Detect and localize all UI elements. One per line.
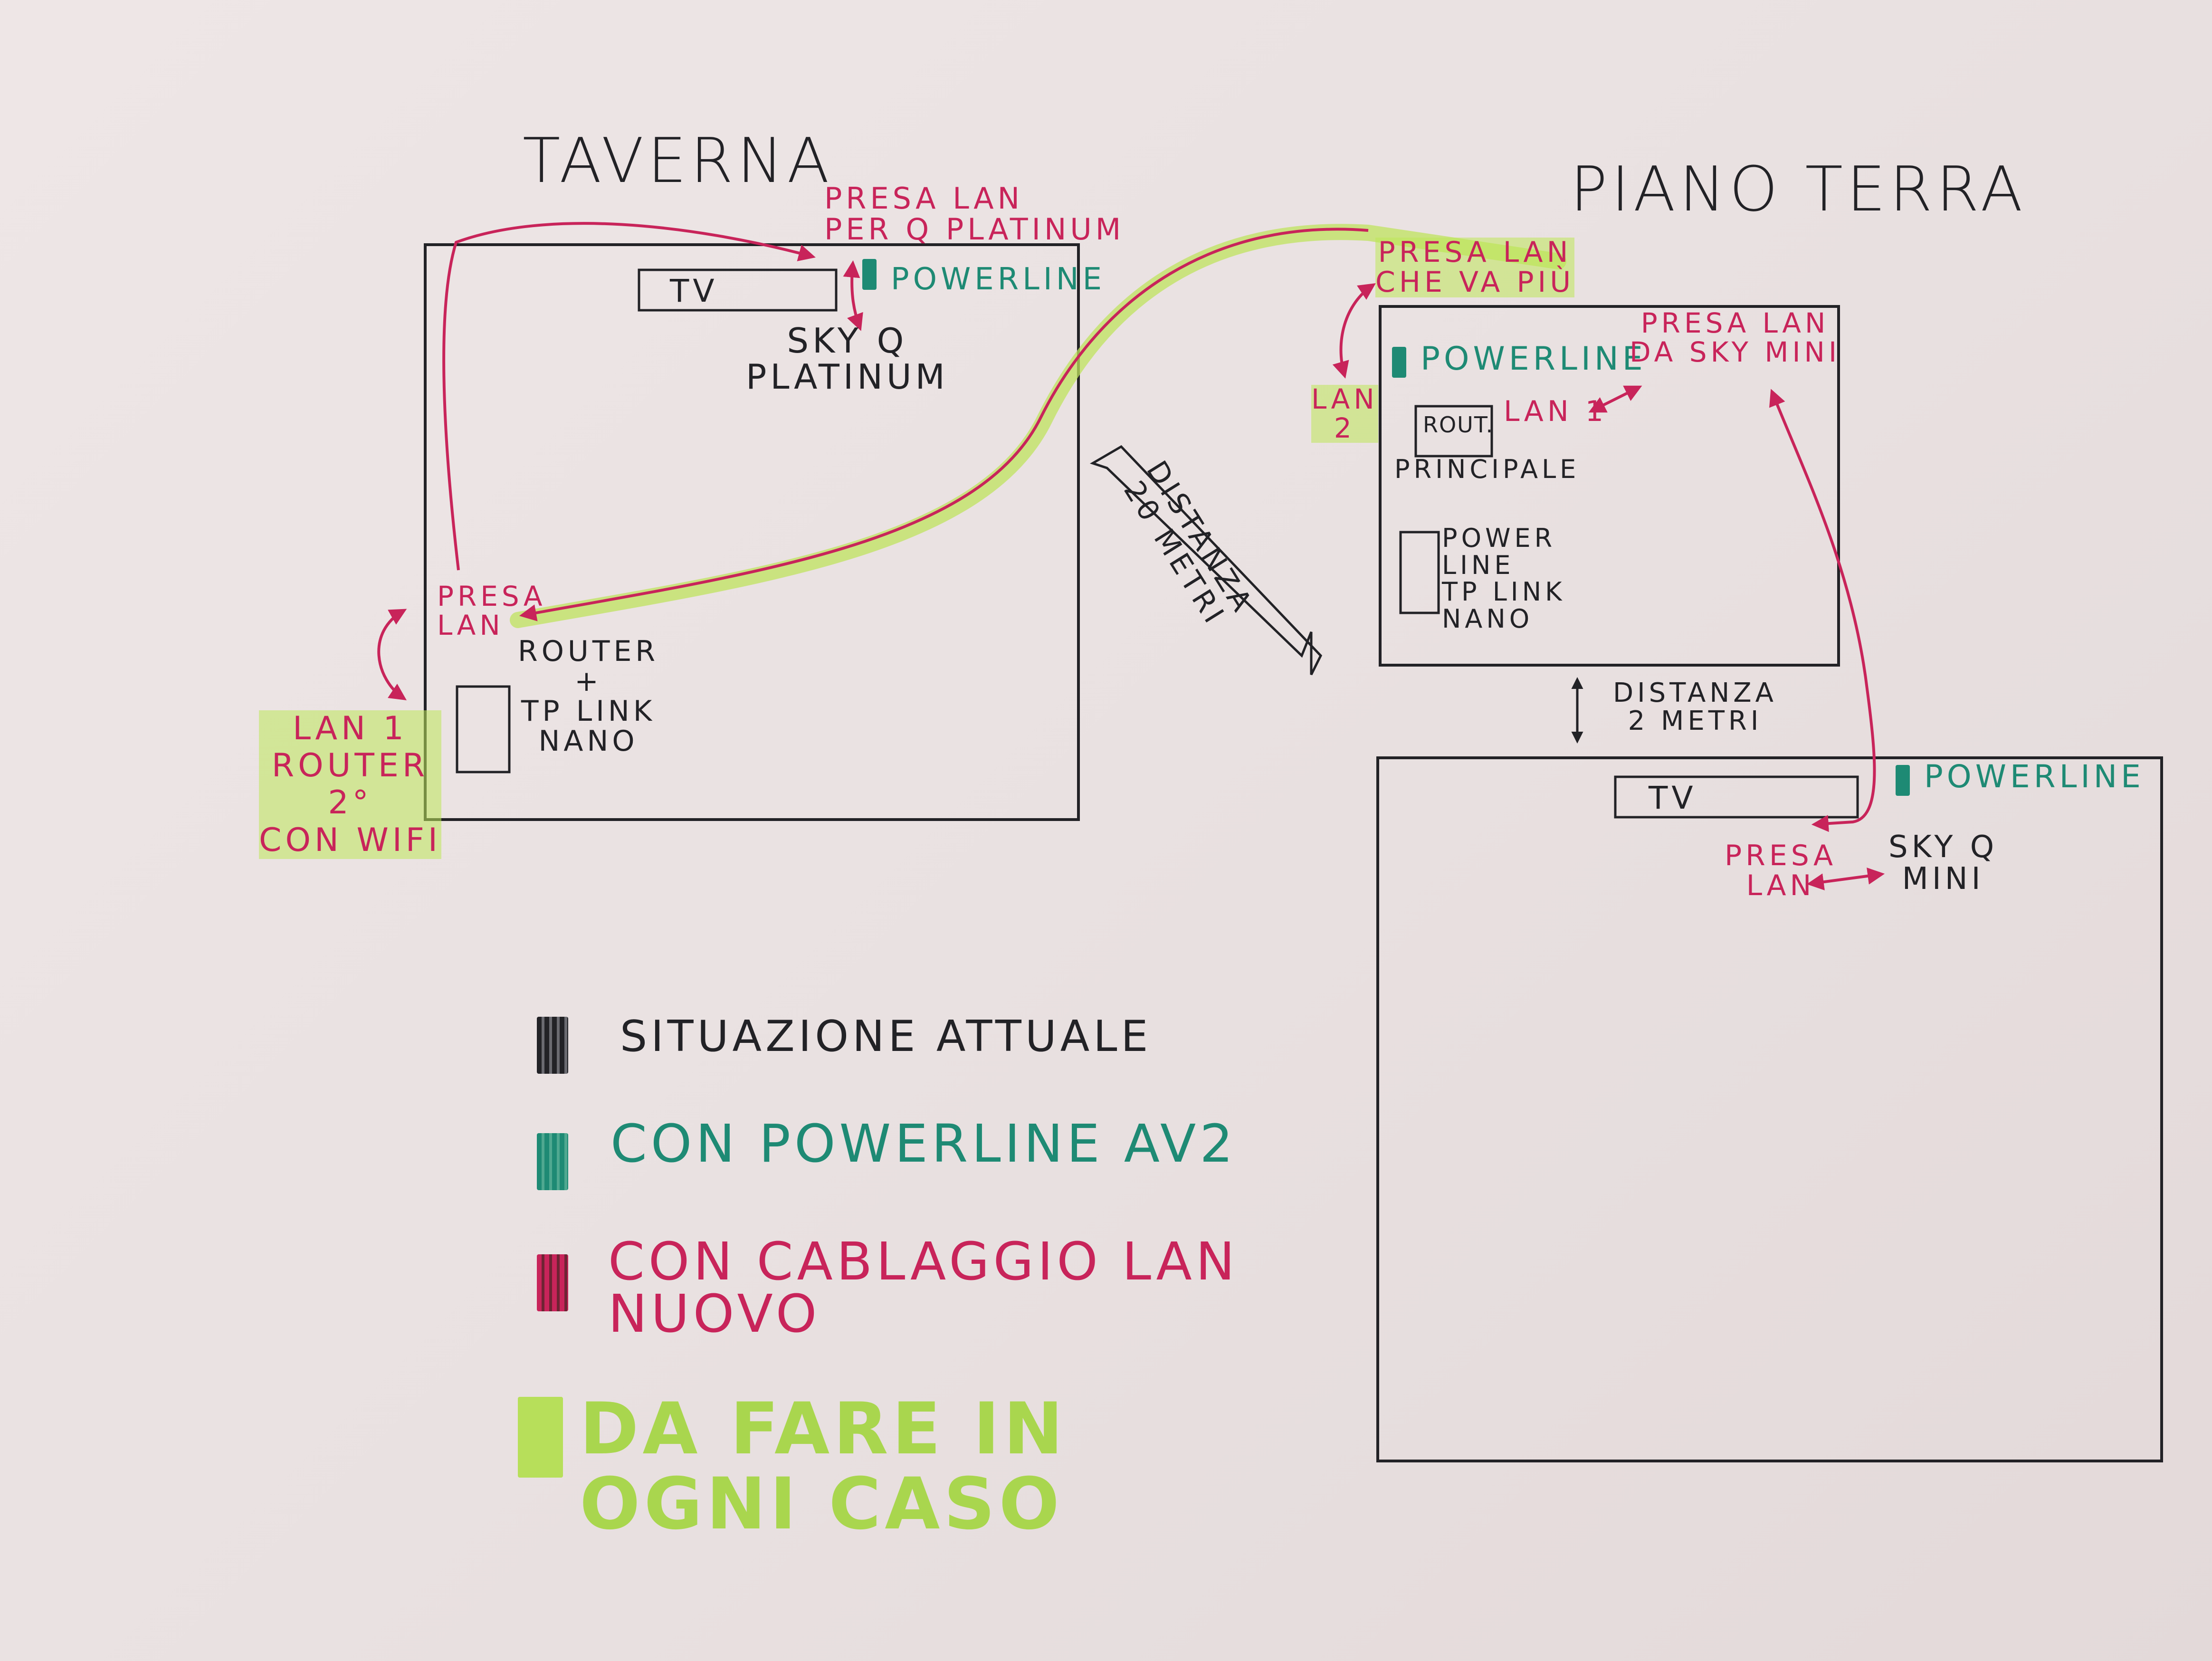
- sky-q-mini-label: SKY Q MINI: [1888, 830, 1998, 897]
- arrow-lan-router: [377, 609, 407, 700]
- legend-swatch-current: [537, 1017, 568, 1074]
- arrow-lan1-sky-mini: [1588, 385, 1642, 413]
- lower-presa-lan-label: PRESA LAN: [1725, 839, 1837, 902]
- arrow-lan2: [1332, 283, 1376, 379]
- main-router-box: [1414, 405, 1493, 458]
- powerline-marker-taverna: [862, 259, 877, 290]
- taverna-powerline-label: POWERLINE: [891, 262, 1106, 297]
- powerline-tplink-nano-label: POWER LINE TP LINK NANO: [1442, 523, 1566, 634]
- taverna-room: [424, 243, 1080, 821]
- taverna-presa-lan-label: PRESA LAN: [437, 580, 546, 641]
- router-tplink-label: ROUTER + TP LINK NANO: [518, 635, 659, 758]
- arrow-sky-q-mini: [1806, 867, 1885, 891]
- piano-terra-title: PIANO TERRA: [1570, 153, 2027, 225]
- powerline-marker-lower: [1896, 765, 1910, 796]
- distance-2m-label: DISTANZA 2 METRI: [1613, 678, 1777, 736]
- taverna-tv-label: TV: [670, 273, 718, 309]
- sky-q-platinum-label: SKY Q PLATINUM: [746, 321, 949, 397]
- legend-swatch-todo: [518, 1397, 563, 1478]
- arrow-sky-q-platinum: [843, 260, 863, 331]
- rout-box-label: ROUT.: [1423, 412, 1494, 438]
- lan-cable-route: [519, 228, 1369, 621]
- presa-lan-q-platinum-label: PRESA LAN PER Q PLATINUM: [824, 181, 1125, 247]
- lower-powerline-label: POWERLINE: [1924, 758, 2145, 795]
- presa-lan-che-va-piu-label: PRESA LAN CHE VA PIÙ: [1375, 236, 1575, 299]
- legend-label-powerline: CON POWERLINE AV2: [610, 1113, 1237, 1174]
- legend-label-todo: DA FARE IN OGNI CASO: [580, 1388, 1067, 1546]
- legend-swatch-lan: [537, 1254, 568, 1311]
- lan1-label: LAN 1: [1504, 395, 1607, 428]
- highlight-route: [510, 224, 1566, 628]
- lower-tv-box: [1614, 775, 1859, 819]
- presa-lan-sky-mini-label: PRESA LAN DA SKY MINI: [1630, 307, 1841, 368]
- taverna-router-device: [456, 685, 511, 773]
- piano-terra-room: [1379, 305, 1840, 667]
- tplink-nano-device: [1399, 531, 1440, 614]
- taverna-tv-box: [638, 268, 838, 312]
- lan2-label: LAN 2: [1311, 383, 1378, 444]
- piano-terra-powerline-label: POWERLINE: [1421, 340, 1647, 378]
- distance-arrow-diagonal: [1089, 445, 1323, 676]
- powerline-marker-piano-terra: [1392, 347, 1406, 378]
- lan-cable-q-platinum: [442, 222, 816, 571]
- taverna-title: TAVERNA: [523, 124, 833, 197]
- legend-label-current: SITUAZIONE ATTUALE: [620, 1012, 1152, 1061]
- principale-label: PRINCIPALE: [1394, 454, 1580, 484]
- legend-label-lan: CON CABLAGGIO LAN NUOVO: [608, 1231, 1239, 1344]
- lower-tv-label: TV: [1649, 780, 1697, 816]
- legend-swatch-powerline: [537, 1133, 568, 1190]
- lan1-router-wifi-label: LAN 1 ROUTER 2° CON WIFI: [259, 710, 441, 859]
- lan-cable-sky-mini: [1769, 389, 1876, 832]
